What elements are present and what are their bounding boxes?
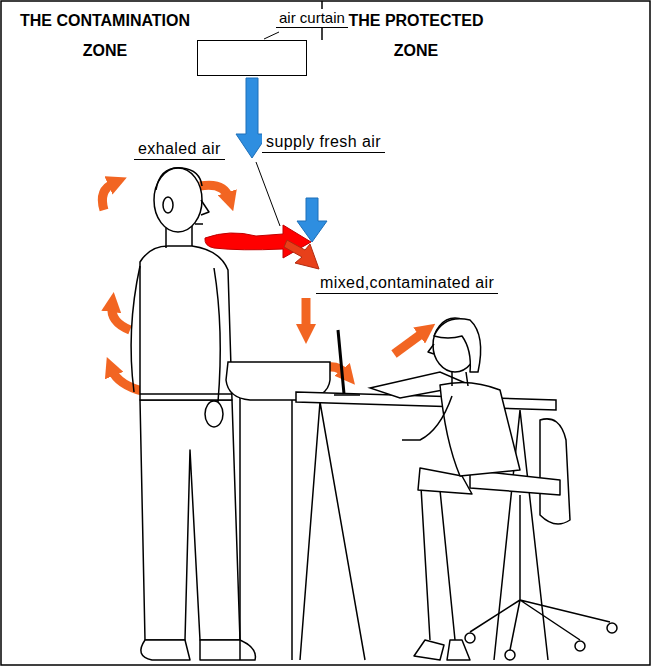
zone-title: THE PROTECTED ZONE: [336, 6, 496, 66]
air-arrow: [394, 332, 424, 354]
arm: [131, 266, 140, 392]
chair-post: [519, 495, 521, 600]
chair-back: [540, 419, 570, 524]
chair-wheel: [607, 623, 617, 633]
nose: [428, 344, 434, 354]
ear: [163, 197, 173, 213]
chair-base: [470, 600, 610, 650]
desk-top: [296, 392, 556, 410]
fresh-air-arrow: [297, 198, 327, 242]
mouth: [195, 223, 203, 225]
leader-line: [264, 32, 279, 39]
trousers: [140, 400, 240, 640]
hand: [205, 401, 223, 427]
zone-title: THE CONTAMINATION ZONE: [8, 6, 202, 66]
leg: [420, 470, 455, 640]
shoe: [141, 640, 190, 660]
chair-wheel: [575, 641, 585, 651]
chair-wheel: [505, 650, 515, 660]
nose: [201, 200, 209, 215]
fresh-air-arrows: [236, 78, 327, 242]
shirt: [140, 246, 232, 400]
man-figure: [131, 168, 255, 660]
air-arrow: [200, 185, 229, 198]
air-arrow: [102, 183, 114, 210]
shoe: [200, 640, 255, 660]
zone-heading: THE PROTECTED ZONE: [336, 6, 496, 68]
belt: [140, 393, 232, 395]
hair: [156, 168, 202, 190]
shoe: [447, 640, 470, 660]
leader-line: [256, 162, 280, 226]
air-arrow: [302, 298, 311, 330]
air-label: supply fresh air: [262, 133, 385, 153]
counter-pedestal: [240, 384, 292, 660]
furniture: [226, 330, 556, 660]
shoe: [414, 640, 444, 660]
air-label: exhaled air: [134, 140, 225, 160]
part-label: air curtain: [276, 9, 348, 28]
air-curtain-box: air curtain: [197, 40, 307, 76]
air-label: mixed,contaminated air: [316, 274, 498, 294]
arm: [214, 268, 220, 402]
monitor-base: [334, 394, 360, 396]
mixing-arrow: [284, 240, 319, 269]
head: [154, 168, 202, 232]
chair-wheel: [465, 633, 475, 643]
monitor: [338, 330, 344, 394]
neck: [452, 372, 468, 386]
air-arrow: [112, 306, 130, 330]
arm: [402, 396, 452, 440]
zone-heading: THE CONTAMINATION ZONE: [8, 6, 202, 68]
woman-figure: [402, 318, 617, 660]
hair: [434, 319, 481, 372]
